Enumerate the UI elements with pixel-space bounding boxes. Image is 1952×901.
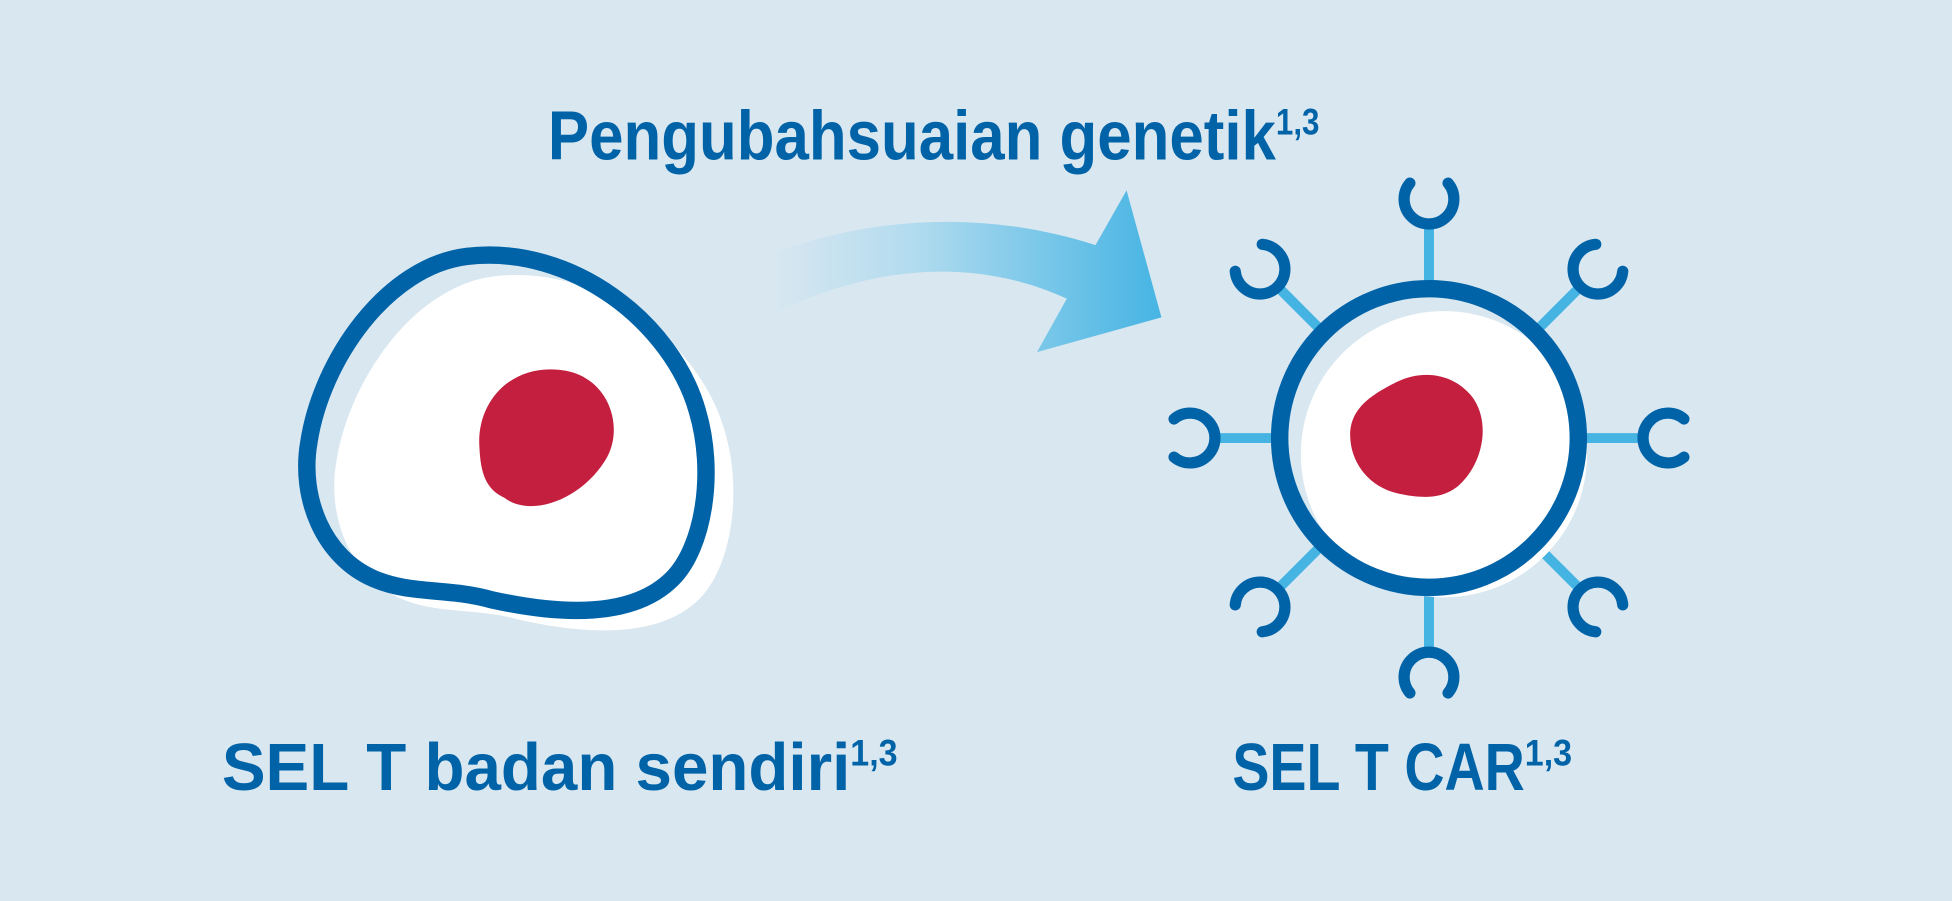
receptor-binding-site (1398, 646, 1460, 699)
cell-membrane (298, 246, 715, 620)
car-receptor (1398, 587, 1460, 699)
native-t-cell-label: SEL T badan sendiri1,3 (222, 730, 898, 805)
receptor-binding-site (1567, 576, 1629, 638)
car-receptor (1531, 238, 1629, 336)
native-label-superscript: 1,3 (850, 731, 897, 773)
receptor-binding-site (1637, 407, 1690, 469)
receptor-binding-site (1168, 407, 1221, 469)
car-receptors (1168, 177, 1690, 699)
title: Pengubahsuaian genetik1,3 (548, 96, 1320, 174)
car-receptor (1578, 407, 1690, 469)
receptor-binding-site (1229, 238, 1291, 300)
car-t-cell-label: SEL T CAR1,3 (1232, 730, 1572, 805)
car-label-text: SEL T CAR (1232, 730, 1524, 805)
cell-nucleus (479, 369, 614, 507)
transformation-arrow (778, 190, 1162, 353)
cell-nucleus (1350, 374, 1483, 497)
receptor-stalk (1531, 283, 1584, 336)
car-receptor (1398, 177, 1460, 289)
car-receptor (1229, 238, 1327, 336)
native-label-text: SEL T badan sendiri (222, 730, 850, 805)
car-receptor (1168, 407, 1280, 469)
native-t-cell (298, 246, 734, 631)
receptor-stalk (1274, 283, 1327, 336)
title-text: Pengubahsuaian genetik (548, 96, 1276, 174)
cell-membrane (1270, 280, 1588, 597)
car-label-superscript: 1,3 (1525, 731, 1572, 773)
car-receptor (1229, 540, 1327, 638)
title-superscript: 1,3 (1276, 100, 1320, 142)
receptor-stalk (1274, 540, 1327, 593)
receptor-binding-site (1398, 177, 1460, 230)
receptor-binding-site (1567, 238, 1629, 300)
car-t-cell (1168, 177, 1690, 699)
receptor-binding-site (1229, 576, 1291, 638)
